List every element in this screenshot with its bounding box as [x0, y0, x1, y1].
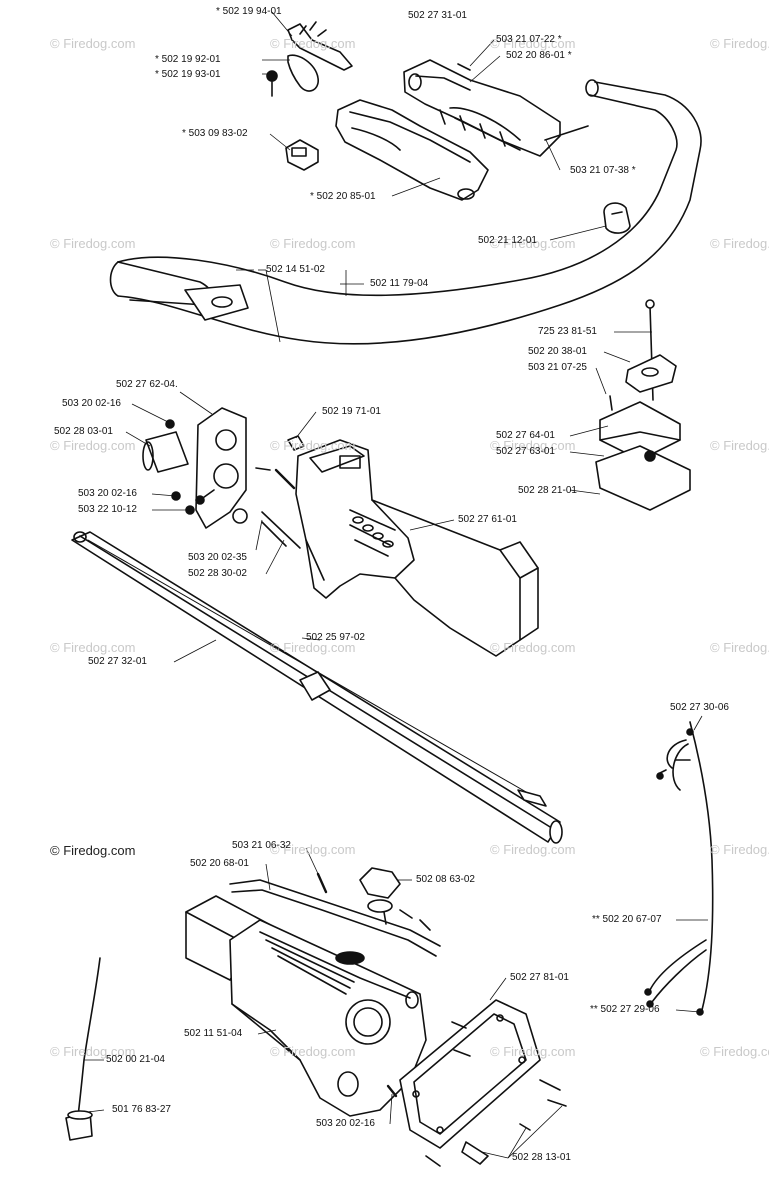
watermark: © Firedog.com [710, 438, 769, 453]
part-label: * 502 19 94-01 [216, 6, 282, 17]
handle-clip [603, 202, 631, 234]
watermark: © Firedog.com [490, 842, 576, 857]
part-label: 503 20 02-16 [316, 1118, 375, 1129]
watermark: © Firedog.com [710, 842, 769, 857]
watermark: © Firedog.com [710, 640, 769, 655]
watermark: © Firedog.com [270, 1044, 356, 1059]
motor-housing [185, 895, 427, 1117]
part-label: 502 27 30-06 [670, 702, 729, 713]
watermark: © Firedog.com [700, 1044, 769, 1059]
part-label: ** 502 27 29-06 [590, 1004, 660, 1015]
part-label: 503 20 02-16 [62, 398, 121, 409]
part-label: 503 21 07-38 * [570, 165, 636, 176]
part-label: 502 08 63-02 [416, 874, 475, 885]
part-label: 502 27 62-04. [116, 379, 178, 390]
throttle-lever [266, 21, 353, 97]
watermark: © Firedog.com [710, 36, 769, 51]
part-label: ** 502 20 67-07 [592, 914, 662, 925]
part-label: 502 14 51-02 [266, 264, 325, 275]
watermark: © Firedog.com [270, 236, 356, 251]
part-label: * 502 19 93-01 [155, 69, 221, 80]
watermark: © Firedog.com [50, 438, 136, 453]
upper-tube-housing [295, 439, 539, 657]
part-label: 502 27 61-01 [458, 514, 517, 525]
part-label: 725 23 81-51 [538, 326, 597, 337]
watermark: © Firedog.com [270, 640, 356, 655]
part-label: 503 21 07-25 [528, 362, 587, 373]
plug-cap [335, 867, 401, 965]
watermark: © Firedog.com [490, 438, 576, 453]
part-label: * 502 19 92-01 [155, 54, 221, 65]
handle-half-right [403, 59, 589, 157]
watermark: © Firedog.com [710, 236, 769, 251]
part-label: 502 28 13-01 [512, 1152, 571, 1163]
part-label: 502 11 51-04 [184, 1028, 243, 1039]
watermark: © Firedog.com [270, 842, 356, 857]
part-label: 502 27 32-01 [88, 656, 147, 667]
part-label: 502 27 31-01 [408, 10, 467, 21]
cover-frame [399, 999, 541, 1149]
watermark: © Firedog.com [270, 438, 356, 453]
watermark: © Firedog.com [490, 36, 576, 51]
stop-switch [285, 139, 319, 171]
part-label: * 503 09 83-02 [182, 128, 248, 139]
housing-bracket [195, 407, 248, 529]
handle-clamp [595, 299, 691, 511]
watermark: © Firedog.com [50, 1044, 136, 1059]
part-label: 503 21 07-22 * [496, 34, 562, 45]
part-label: 502 20 68-01 [190, 858, 249, 869]
part-label: 502 20 38-01 [528, 346, 587, 357]
flex-cable [65, 957, 101, 1141]
watermark: © Firedog.com [490, 236, 576, 251]
part-label: 502 20 86-01 * [506, 50, 572, 61]
watermark: © Firedog.com [270, 36, 356, 51]
part-label: 502 27 64-01 [496, 430, 555, 441]
part-label: 502 21 12-01 [478, 235, 537, 246]
watermark: © Firedog.com [50, 640, 136, 655]
part-label: 502 19 71-01 [322, 406, 381, 417]
part-label: 502 27 81-01 [510, 972, 569, 983]
handle-half-left [335, 99, 489, 201]
bushing [142, 431, 189, 473]
part-label: 503 22 10-12 [78, 504, 137, 515]
watermark: © Firedog.com [50, 236, 136, 251]
wire-harness [644, 721, 714, 1016]
part-label: 502 28 03-01 [54, 426, 113, 437]
part-label: 502 28 21-01 [518, 485, 577, 496]
part-label: 502 25 97-02 [306, 632, 365, 643]
drive-tube [71, 531, 563, 844]
watermark: © Firedog.com [490, 640, 576, 655]
watermark: © Firedog.com [490, 1044, 576, 1059]
copyright-notice: © Firedog.com [50, 843, 136, 858]
part-label: 502 00 21-04 [106, 1054, 165, 1065]
part-label: 503 21 06-32 [232, 840, 291, 851]
part-label: 502 27 63-01 [496, 446, 555, 457]
part-label: 502 11 79-04 [370, 278, 429, 289]
drive-shaft [87, 539, 547, 807]
part-label: 502 28 30-02 [188, 568, 247, 579]
part-label: * 502 20 85-01 [310, 191, 376, 202]
part-label: 503 20 02-35 [188, 552, 247, 563]
watermark: © Firedog.com [50, 36, 136, 51]
part-label: 503 20 02-16 [78, 488, 137, 499]
part-label: 501 76 83-27 [112, 1104, 171, 1115]
handlebar [109, 79, 702, 345]
cable-guide [229, 879, 441, 957]
